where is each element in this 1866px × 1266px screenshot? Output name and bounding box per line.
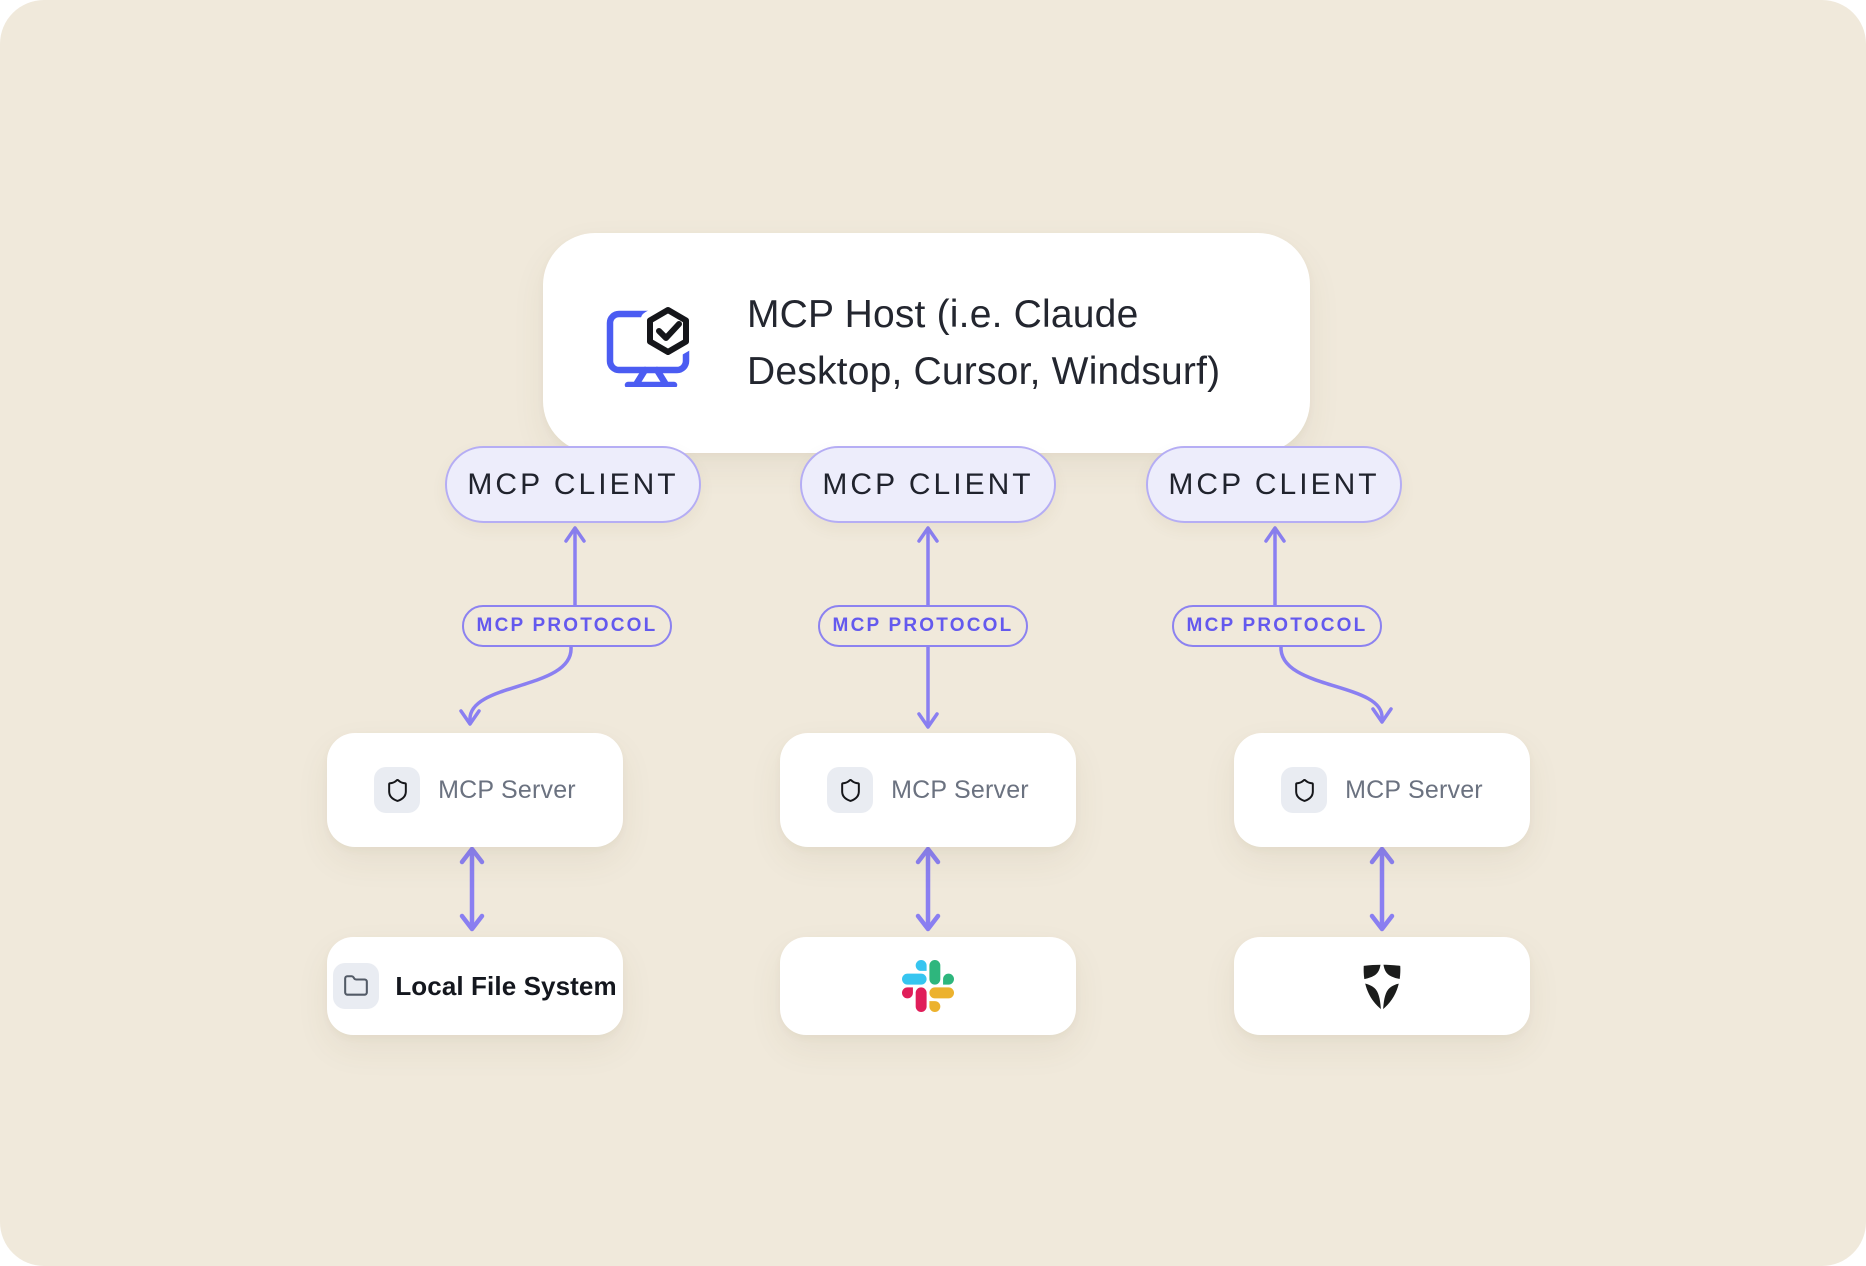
mcp-client-pill-2: MCP CLIENT bbox=[800, 446, 1056, 523]
shield-icon bbox=[827, 767, 874, 813]
arrow-client-1 bbox=[564, 526, 586, 607]
mcp-protocol-pill-2: MCP PROTOCOL bbox=[818, 605, 1028, 647]
mcp-server-label: MCP Server bbox=[438, 775, 576, 804]
folder-icon bbox=[333, 963, 380, 1009]
arrow-server-3 bbox=[1279, 644, 1393, 724]
shield-emblem-logo bbox=[1358, 960, 1406, 1013]
mcp-protocol-pill-3: MCP PROTOCOL bbox=[1172, 605, 1382, 647]
arrow-server-endpoint-2 bbox=[915, 846, 941, 932]
arrow-server-1 bbox=[459, 645, 573, 726]
local-file-system-label: Local File System bbox=[395, 970, 617, 1001]
mcp-protocol-pill-1: MCP PROTOCOL bbox=[462, 605, 672, 647]
slack-card bbox=[780, 937, 1076, 1035]
mcp-client-pill-1: MCP CLIENT bbox=[445, 446, 701, 523]
mcp-server-card-2: MCP Server bbox=[780, 733, 1076, 847]
shield-icon bbox=[1281, 767, 1328, 813]
mcp-server-card-3: MCP Server bbox=[1234, 733, 1530, 847]
shield-emblem-card bbox=[1234, 937, 1530, 1035]
arrow-server-endpoint-1 bbox=[459, 846, 485, 932]
mcp-server-label: MCP Server bbox=[1345, 775, 1483, 804]
slack-logo bbox=[902, 960, 954, 1012]
local-file-system-card: Local File System bbox=[327, 937, 623, 1035]
shield-icon bbox=[374, 767, 421, 813]
arrow-client-3 bbox=[1264, 526, 1286, 607]
mcp-server-card-1: MCP Server bbox=[327, 733, 623, 847]
arrow-server-endpoint-3 bbox=[1369, 846, 1395, 932]
mcp-host-label: MCP Host (i.e. Claude Desktop, Cursor, W… bbox=[747, 292, 1221, 393]
mcp-server-label: MCP Server bbox=[891, 775, 1029, 804]
mcp-client-pill-3: MCP CLIENT bbox=[1146, 446, 1402, 523]
monitor-shield-check-icon bbox=[605, 299, 697, 389]
mcp-host-card: MCP Host (i.e. Claude Desktop, Cursor, W… bbox=[543, 233, 1310, 453]
